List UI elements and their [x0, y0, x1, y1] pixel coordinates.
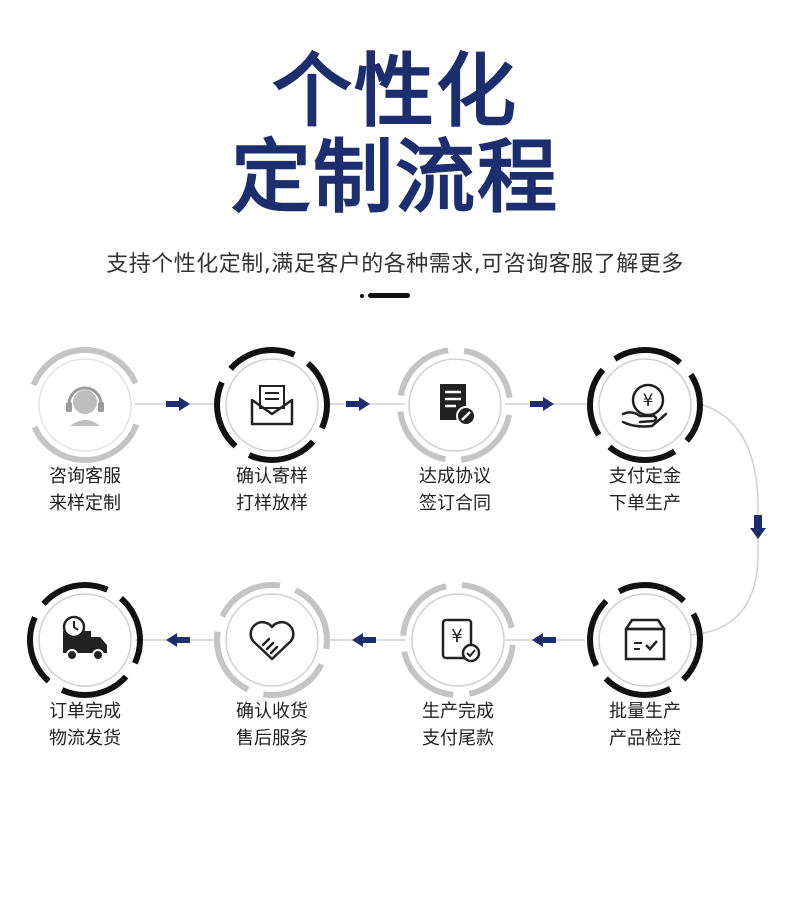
step-label: 咨询客服 来样定制 — [5, 463, 165, 517]
title-line-1: 个性化 — [272, 45, 518, 138]
step-title: 订单完成 — [49, 701, 121, 722]
step-subtitle: 下单生产 — [609, 493, 681, 514]
step-ring — [587, 582, 703, 698]
step-subtitle: 签订合同 — [419, 493, 491, 514]
step-title: 确认寄样 — [236, 466, 308, 487]
step-title: 咨询客服 — [49, 466, 121, 487]
step-label: 生产完成 支付尾款 — [378, 698, 538, 752]
step-ring — [214, 347, 330, 463]
box-check-icon — [624, 618, 666, 661]
title-line-2: 定制流程 — [231, 131, 559, 224]
step-title: 达成协议 — [419, 466, 491, 487]
step-ring — [587, 347, 703, 463]
step-subtitle: 来样定制 — [49, 493, 121, 514]
arrow-down-icon — [750, 515, 766, 539]
step-subtitle: 产品检控 — [609, 728, 681, 749]
arrow-left-icon — [532, 633, 556, 647]
subtitle: 支持个性化定制,满足客户的各种需求,可咨询客服了解更多 — [106, 252, 684, 277]
divider — [360, 293, 410, 299]
step-label: 确认寄样 打样放样 — [192, 463, 352, 517]
delivery-truck-icon — [62, 615, 107, 661]
step-subtitle: 打样放样 — [236, 493, 308, 514]
step-title: 支付定金 — [609, 466, 681, 487]
step-ring — [27, 582, 143, 698]
handshake-icon — [249, 620, 295, 661]
step-subtitle: 支付尾款 — [422, 728, 494, 749]
step-title: 确认收货 — [236, 701, 308, 722]
contract-icon — [440, 384, 476, 426]
step-label: 支付定金 下单生产 — [565, 463, 725, 517]
arrow-left-icon — [166, 633, 190, 647]
step-label: 达成协议 签订合同 — [375, 463, 535, 517]
step-label: 订单完成 物流发货 — [5, 698, 165, 752]
step-subtitle: 物流发货 — [49, 728, 121, 749]
arrow-left-icon — [352, 633, 376, 647]
arrow-right-icon — [166, 397, 190, 411]
arrow-right-icon — [346, 397, 370, 411]
step-subtitle: 售后服务 — [236, 728, 308, 749]
headset-icon — [66, 386, 104, 426]
yuan-coin-hand-icon: ¥ — [621, 383, 668, 428]
step-ring — [214, 582, 330, 698]
step-title: 生产完成 — [422, 701, 494, 722]
step-label: 批量生产 产品检控 — [565, 698, 725, 752]
step-ring — [397, 347, 513, 463]
svg-text:¥: ¥ — [451, 626, 462, 647]
envelope-icon — [250, 385, 294, 426]
step-ring — [400, 582, 516, 698]
step-ring — [27, 347, 143, 463]
svg-text:¥: ¥ — [643, 391, 654, 411]
arrow-right-icon — [530, 397, 554, 411]
yuan-receipt-icon: ¥ — [441, 618, 481, 663]
step-label: 确认收货 售后服务 — [192, 698, 352, 752]
step-title: 批量生产 — [609, 701, 681, 722]
